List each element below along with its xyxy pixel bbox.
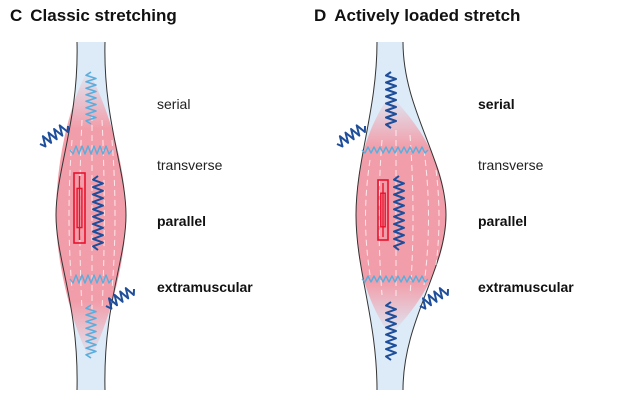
- panel-c-transverse-spring-bottom: [69, 274, 113, 284]
- panel-c-transverse-spring-top: [69, 145, 113, 155]
- panel-c-title-text: Classic stretching: [30, 6, 177, 25]
- panel-d-sarcomere: [377, 179, 389, 241]
- panel-c-outline-left: [55, 41, 78, 391]
- panel-c-sarcomere: [73, 172, 86, 244]
- panel-d-parallel-spring: [393, 175, 405, 251]
- panel-d-muscle: [355, 41, 447, 391]
- panel-d-extramuscular-spring-top: [336, 124, 366, 148]
- panel-c-outline-right: [104, 41, 127, 391]
- panel-d-extramuscular-spring-bottom: [419, 287, 449, 310]
- panel-d-title-text: Actively loaded stretch: [334, 6, 521, 25]
- panel-c-muscle-belly: [56, 70, 126, 360]
- panel-d-label-parallel: parallel: [478, 213, 528, 229]
- panel-d-transverse-spring-bottom: [361, 275, 429, 283]
- panel-d-serial-spring-top: [385, 71, 397, 129]
- panel-c-serial-spring-top: [85, 71, 97, 125]
- panel-c-label-serial: serial: [157, 96, 191, 112]
- panel-d-serial-spring-bottom: [385, 301, 397, 361]
- panel-d-outline-left: [355, 41, 378, 391]
- panel-c-label-parallel: parallel: [157, 213, 207, 229]
- panel-c-extramuscular-spring-top: [39, 124, 69, 148]
- panel-c-parallel-spring: [92, 175, 104, 251]
- panel-c-letter: C: [10, 6, 23, 25]
- panel-c-extramuscular-spring-bottom: [105, 287, 135, 310]
- panel-c-serial-spring-bottom: [85, 304, 97, 359]
- spring-elements: [39, 71, 449, 361]
- panel-d-label-extramuscular: extramuscular: [478, 279, 574, 295]
- panel-d-letter: D: [314, 6, 327, 25]
- panel-d-outline-right: [402, 41, 447, 391]
- panel-d-title: D Actively loaded stretch: [314, 6, 520, 26]
- panel-c-muscle: [55, 41, 127, 391]
- panel-c-title: C Classic stretching: [10, 6, 177, 26]
- panel-d-label-transverse: transverse: [478, 157, 544, 173]
- panel-c-label-extramuscular: extramuscular: [157, 279, 253, 295]
- panel-d-transverse-spring-top: [361, 146, 429, 154]
- panel-d-label-serial: serial: [478, 96, 515, 112]
- panel-c-label-transverse: transverse: [157, 157, 223, 173]
